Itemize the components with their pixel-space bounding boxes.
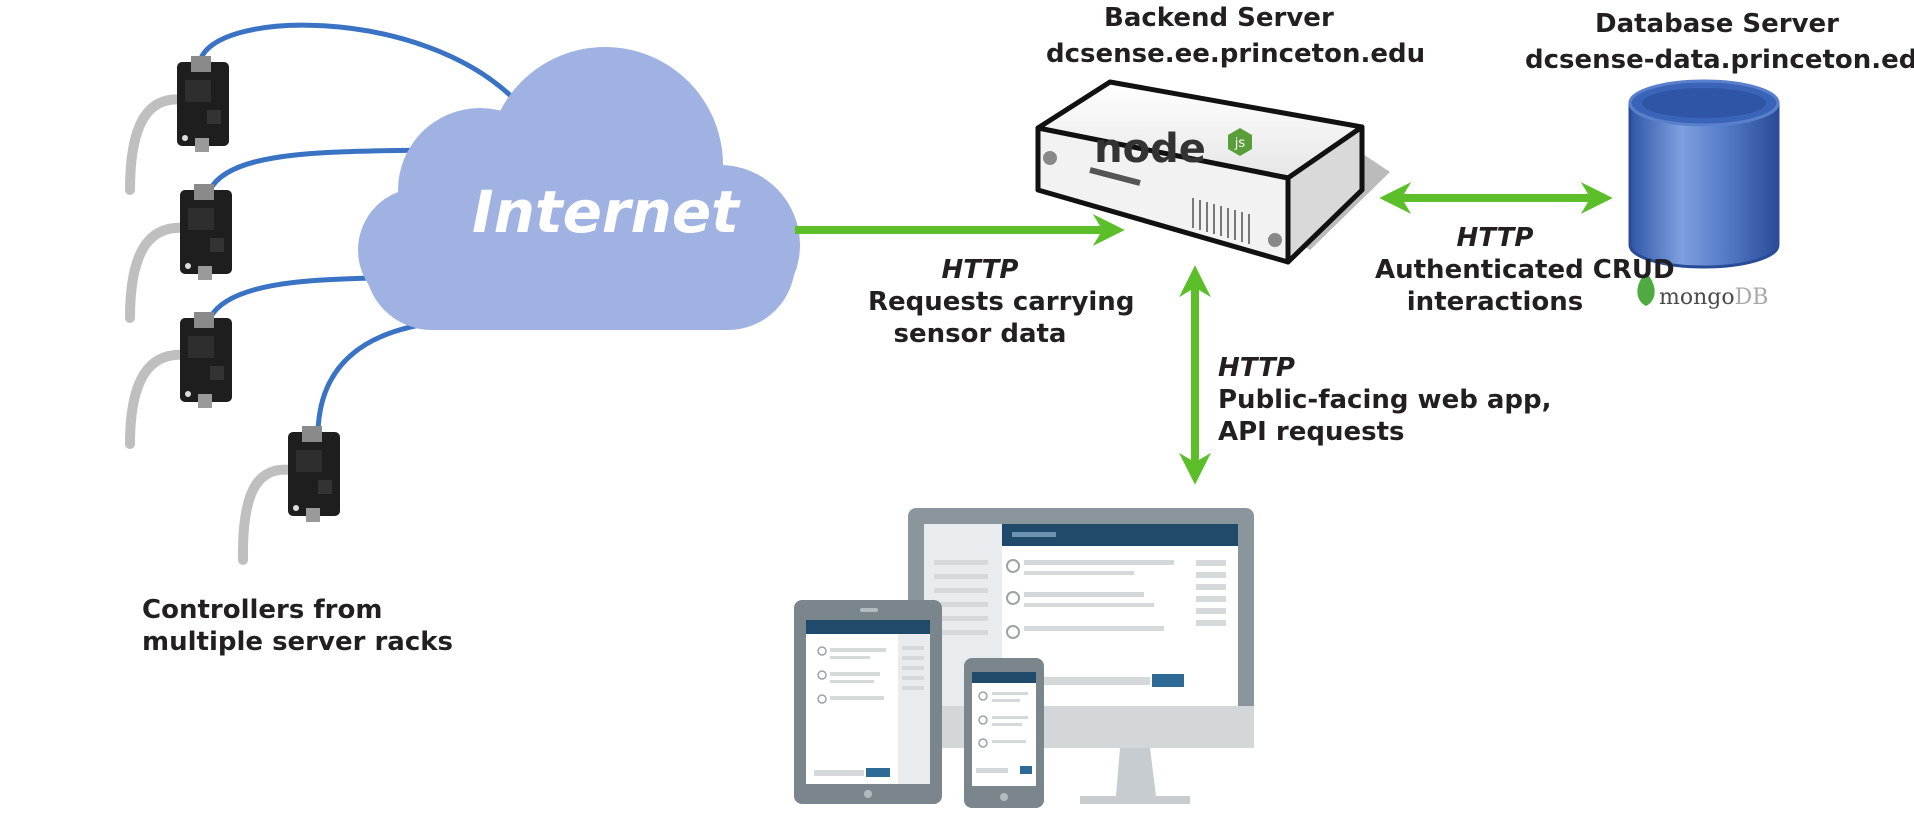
- internet-label: Internet: [472, 178, 739, 246]
- board-icon: [180, 312, 232, 408]
- board-icon: [180, 184, 232, 280]
- power-cable: [125, 349, 190, 449]
- nodejs-logo-text: node: [1094, 126, 1206, 172]
- link-internet-backend-protocol: HTTP: [941, 255, 1019, 285]
- mongodb-logo-suffix: DB: [1735, 285, 1769, 310]
- link-backend-db-protocol: HTTP: [1456, 223, 1534, 253]
- phone-icon: [964, 658, 1044, 808]
- link-internet-backend-line1: Requests carrying: [868, 287, 1135, 317]
- network-cable: [207, 275, 373, 320]
- controllers-caption-line2: multiple server racks: [142, 627, 453, 657]
- mongodb-logo: mongoDB: [1659, 285, 1768, 310]
- controllers-caption: Controllers from multiple server racks: [142, 594, 453, 658]
- power-cable: [125, 94, 190, 195]
- link-backend-clients-line1: Public-facing web app,: [1218, 385, 1552, 415]
- board-icon: [177, 56, 229, 152]
- backend-title: Backend Server: [1104, 3, 1334, 33]
- power-cable: [125, 222, 190, 323]
- controllers-caption-line1: Controllers from: [142, 595, 383, 625]
- link-backend-clients-line2: API requests: [1218, 417, 1405, 447]
- link-backend-db-label: HTTP Authenticated CRUD interactions: [1375, 222, 1675, 318]
- link-internet-backend-label: HTTP Requests carrying sensor data: [868, 254, 1135, 350]
- link-backend-clients-label: HTTP Public-facing web app, API requests: [1218, 352, 1552, 448]
- mongodb-logo-prefix: mongo: [1659, 285, 1735, 310]
- nodejs-logo-badge: js: [1234, 136, 1246, 151]
- mongodb-leaf-icon: [1637, 272, 1655, 306]
- server-icon: [1035, 79, 1390, 265]
- nodejs-logo-icon: node js: [1094, 126, 1252, 172]
- link-backend-clients-protocol: HTTP: [1218, 353, 1295, 383]
- network-cable: [315, 319, 441, 433]
- network-cable: [207, 147, 423, 192]
- network-cable: [197, 22, 517, 102]
- database-icon: [1628, 79, 1780, 269]
- backend-host: dcsense.ee.princeton.edu: [1046, 39, 1426, 69]
- cloud-icon: [358, 47, 800, 330]
- link-backend-db-line2: interactions: [1406, 287, 1584, 317]
- database-title: Database Server: [1595, 9, 1840, 39]
- tablet-icon: [794, 600, 942, 804]
- board-icon: [288, 426, 340, 522]
- database-host: dcsense-data.princeton.edu: [1525, 45, 1914, 75]
- controllers-group: [125, 22, 517, 565]
- monitor-icon: [908, 508, 1254, 804]
- link-internet-backend-line2: sensor data: [893, 319, 1067, 349]
- power-cable: [237, 464, 297, 565]
- link-backend-db-line1: Authenticated CRUD: [1375, 255, 1675, 285]
